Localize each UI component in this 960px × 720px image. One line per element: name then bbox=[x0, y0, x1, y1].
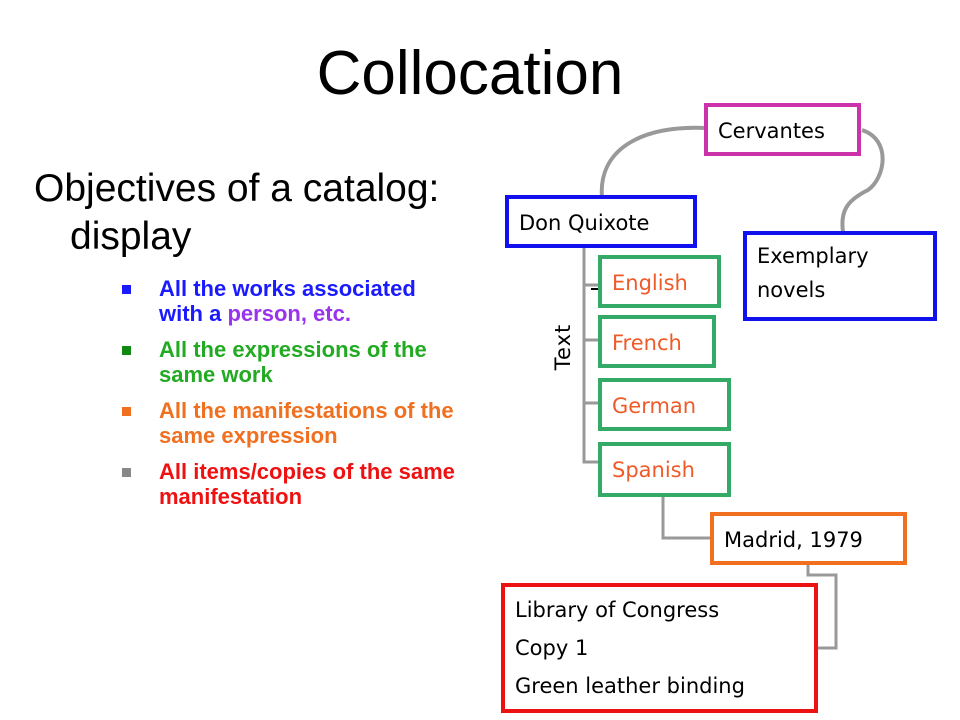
expression-label: French bbox=[612, 331, 682, 355]
bullet-text-expressions: All the expressions of the same work bbox=[159, 337, 427, 387]
manifestation-box-madrid: Madrid, 1979 bbox=[710, 512, 907, 565]
work-box-exemplary-novels: Exemplary novels bbox=[743, 231, 937, 321]
other-work-line-1: Exemplary bbox=[757, 244, 869, 268]
other-work-line-2: novels bbox=[757, 278, 826, 302]
manifestation-label: Madrid, 1979 bbox=[724, 528, 863, 552]
expression-label: English bbox=[612, 271, 688, 295]
list-item: All the manifestations of the same expre… bbox=[122, 398, 462, 448]
objectives-heading: Objectives of a catalog: display bbox=[34, 165, 504, 261]
connector-author-other-work bbox=[840, 128, 885, 233]
list-item: All items/copies of the same manifestati… bbox=[122, 459, 462, 509]
bullet-text-works: All the works associated with a bbox=[159, 276, 416, 326]
item-line-2: Copy 1 bbox=[515, 636, 589, 660]
slide-title: Collocation bbox=[316, 39, 624, 108]
bullet-text-manifestations: All the manifestations of the same expre… bbox=[159, 398, 454, 448]
author-box-cervantes: Cervantes bbox=[704, 103, 861, 156]
bullet-square-icon bbox=[122, 407, 131, 416]
connector-author-work bbox=[599, 125, 708, 199]
expression-box-english: English bbox=[598, 255, 721, 308]
expression-box-french: French bbox=[598, 315, 716, 368]
work-box-don-quixote: Don Quixote bbox=[505, 195, 697, 248]
objectives-line-1: Objectives of a catalog: bbox=[34, 167, 440, 210]
bullet-square-icon bbox=[122, 468, 131, 477]
list-item: All the expressions of the same work bbox=[122, 337, 462, 387]
text-label: Text bbox=[551, 323, 576, 371]
expression-label: Spanish bbox=[612, 458, 695, 482]
bullet-square-icon bbox=[122, 285, 131, 294]
item-box-library-copy: Library of Congress Copy 1 Green leather… bbox=[501, 583, 818, 713]
connector-spanish-manifestation bbox=[661, 497, 712, 540]
expression-box-german: German bbox=[598, 378, 731, 431]
author-label: Cervantes bbox=[718, 119, 825, 143]
connector-work-spine bbox=[582, 246, 600, 464]
connector-manifestation-item bbox=[806, 563, 838, 650]
expression-label: German bbox=[612, 394, 697, 418]
bullet-text-items: All items/copies of the same manifestati… bbox=[159, 459, 455, 509]
work-label: Don Quixote bbox=[519, 211, 650, 235]
list-item: All the works associated with a person, … bbox=[122, 276, 462, 326]
objectives-line-2: display bbox=[70, 215, 192, 258]
item-line-1: Library of Congress bbox=[515, 598, 720, 622]
objectives-list: All the works associated with a person, … bbox=[122, 276, 462, 520]
bullet-square-icon bbox=[122, 346, 131, 355]
expression-box-spanish: Spanish bbox=[598, 442, 731, 497]
bullet-text-person: person, etc. bbox=[227, 301, 351, 326]
item-line-3: Green leather binding bbox=[515, 674, 745, 698]
